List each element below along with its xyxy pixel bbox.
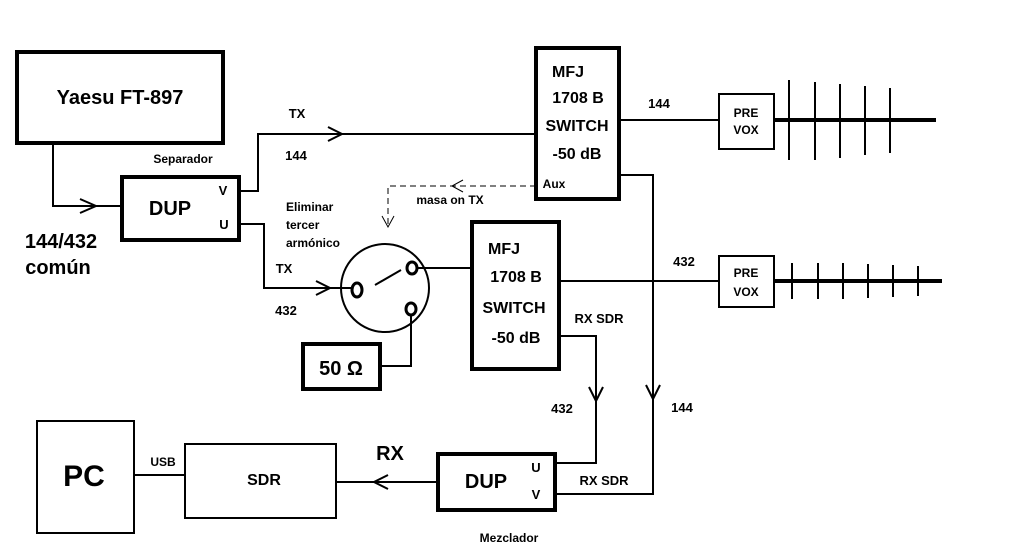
prevox-bottom-box [718, 255, 775, 308]
separador-box [120, 175, 241, 242]
mezclador-caption: Mezclador [480, 531, 539, 545]
separador-caption: Separador [153, 152, 213, 166]
load-label: 50 Ω [319, 358, 363, 380]
input-label-line2: común [25, 257, 91, 279]
arrow-rx [371, 474, 389, 490]
usb-label: USB [150, 455, 176, 469]
rx-label: RX [376, 443, 404, 465]
wire-radio-dup [52, 143, 122, 207]
prevox-top-vox: VOX [733, 123, 758, 137]
prevox-bottom-pre: PRE [734, 266, 759, 280]
arrow-tx-432 [315, 280, 333, 296]
rx-sdr-top-label: RX SDR [574, 311, 624, 326]
mezclador-label: DUP [465, 471, 507, 493]
arrow-radio-dup [79, 198, 99, 214]
switch-bottom-line2: 1708 B [490, 269, 542, 286]
radio-label: Yaesu FT-897 [57, 87, 184, 109]
wire-relay-load [380, 315, 412, 367]
pc-box [36, 420, 135, 534]
masa-arrow-left [450, 179, 464, 193]
ant-bottom-band: 432 [673, 254, 695, 269]
label-144-down: 144 [671, 400, 693, 415]
masa-control-line [387, 185, 536, 226]
prevox-bottom-vox: VOX [733, 285, 758, 299]
arrow-tx-144 [327, 126, 345, 142]
tx-upper-band: 144 [285, 148, 307, 163]
switch-top-line1: MFJ [552, 64, 584, 81]
tx-upper-label: TX [289, 106, 306, 121]
arrow-rx-432 [588, 386, 604, 404]
switch-top-line4: -50 dB [553, 146, 602, 163]
wire-u-switch [239, 223, 353, 289]
wire-rx-144 [555, 174, 654, 495]
wire-rx-432 [555, 335, 597, 464]
input-label-line1: 144/432 [25, 231, 97, 253]
switch-bottom-line3: SWITCH [482, 300, 545, 317]
arrow-rx-144 [645, 384, 661, 402]
separador-port-v: V [219, 183, 228, 198]
pc-label: PC [63, 460, 105, 493]
rx-sdr-bottom-label: RX SDR [579, 473, 629, 488]
relay-arm [374, 269, 402, 286]
switch-top-line3: SWITCH [545, 118, 608, 135]
load-box [301, 342, 382, 391]
eliminar-line2: tercer [286, 218, 320, 232]
ant-top-band: 144 [648, 96, 670, 111]
label-432-down: 432 [551, 401, 573, 416]
switch-bottom-box [470, 220, 561, 371]
eliminar-line3: armónico [286, 236, 340, 250]
switch-bottom-line4: -50 dB [492, 330, 541, 347]
relay-contact-out [405, 260, 419, 276]
switch-bottom-line1: MFJ [488, 241, 520, 258]
masa-arrow-down [381, 215, 395, 229]
radio-box [15, 50, 225, 145]
relay-contact-in [350, 281, 364, 299]
relay-contact-load [404, 301, 418, 317]
switch-top-box [534, 46, 621, 201]
tx-lower-band: 432 [275, 303, 297, 318]
prevox-top-box [718, 93, 775, 150]
mezclador-port-v: V [532, 487, 541, 502]
mezclador-port-u: U [531, 460, 540, 475]
switch-top-line2: 1708 B [552, 90, 604, 107]
prevox-top-pre: PRE [734, 106, 759, 120]
separador-label: DUP [149, 198, 191, 220]
sdr-box [184, 443, 337, 519]
tx-lower-label: TX [276, 261, 293, 276]
aux-label: Aux [543, 177, 566, 191]
eliminar-line1: Eliminar [286, 200, 334, 214]
separador-port-u: U [219, 217, 228, 232]
relay-circle [340, 243, 430, 333]
masa-label: masa on TX [416, 193, 483, 207]
wire-v-switch-top [239, 133, 536, 192]
sdr-label: SDR [247, 472, 281, 489]
